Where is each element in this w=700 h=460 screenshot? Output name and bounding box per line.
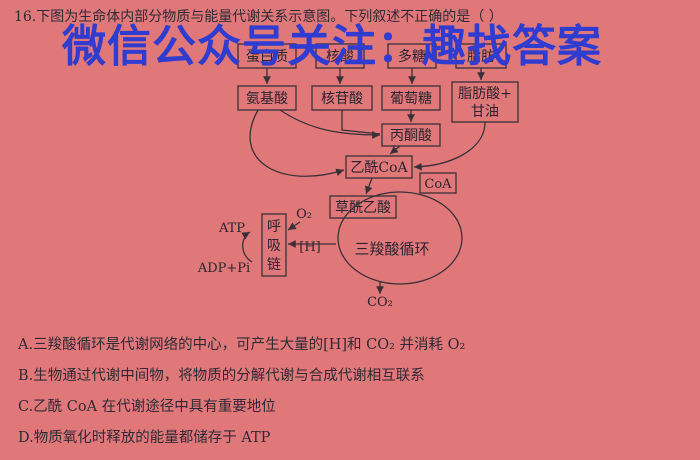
svg-text:核酸: 核酸 — [326, 49, 354, 65]
box-nucleotide: 核苷酸 — [311, 85, 373, 111]
tca-cycle-label: 三羧酸循环 — [354, 240, 429, 258]
label-co2: CO₂ — [367, 295, 393, 310]
svg-text:丙酮酸: 丙酮酸 — [390, 128, 432, 144]
option-c[interactable]: C.乙酰 CoA 在代谢途径中具有重要地位 — [18, 399, 276, 415]
svg-text:呼: 呼 — [267, 219, 281, 235]
box-fatty-acid-glycerol: 脂肪酸+ 甘油 — [451, 81, 519, 123]
option-b[interactable]: B.生物通过代谢中间物，将物质的分解代谢与合成代谢相互联系 — [18, 368, 425, 384]
tca-cycle-loop — [337, 191, 463, 285]
box-acetyl-coa: 乙酰CoA — [345, 155, 413, 179]
label-h: [H] — [299, 240, 320, 255]
svg-text:脂肪: 脂肪 — [467, 49, 495, 65]
label-adp-pi: ADP+Pi — [197, 261, 250, 276]
svg-text:核苷酸: 核苷酸 — [321, 91, 363, 107]
box-coa: CoA — [419, 172, 457, 194]
svg-text:多糖: 多糖 — [398, 48, 426, 65]
svg-text:CoA: CoA — [424, 177, 452, 192]
box-glucose: 葡萄糖 — [381, 85, 441, 111]
box-respiratory-chain: 呼 吸 链 — [261, 213, 287, 277]
box-pyruvate: 丙酮酸 — [381, 123, 441, 147]
metabolism-diagram: 蛋白质 核酸 多糖 脂肪 氨基酸 核苷酸 葡萄糖 脂肪酸+ 甘油 丙酮酸 乙酰C… — [197, 43, 519, 310]
svg-text:氨基酸: 氨基酸 — [246, 90, 288, 107]
svg-text:脂肪酸+: 脂肪酸+ — [458, 86, 512, 102]
option-a[interactable]: A.三羧酸循环是代谢网络的中心，可产生大量的[H]和 CO₂ 并消耗 O₂ — [18, 337, 466, 353]
svg-text:蛋白质: 蛋白质 — [246, 49, 288, 65]
answer-options: A.三羧酸循环是代谢网络的中心，可产生大量的[H]和 CO₂ 并消耗 O₂ B.… — [18, 336, 465, 460]
label-atp: ATP — [218, 221, 245, 236]
svg-text:吸: 吸 — [267, 238, 281, 254]
svg-text:草酰乙酸: 草酰乙酸 — [335, 200, 391, 216]
watermark-text: 微信公众号关注：趣找答案 — [62, 21, 602, 72]
question-stem: 16.下图为生命体内部分物质与能量代谢关系示意图。下列叙述不正确的是（ ） — [14, 9, 503, 25]
option-d[interactable]: D.物质氧化时释放的能量都储存于 ATP — [18, 430, 271, 446]
svg-text:葡萄糖: 葡萄糖 — [390, 91, 432, 107]
svg-text:链: 链 — [267, 257, 281, 273]
box-amino-acid: 氨基酸 — [237, 85, 297, 111]
label-o2: O₂ — [296, 207, 312, 222]
svg-text:甘油: 甘油 — [471, 104, 499, 120]
svg-text:乙酰CoA: 乙酰CoA — [350, 160, 408, 176]
box-oxaloacetate: 草酰乙酸 — [329, 195, 397, 219]
